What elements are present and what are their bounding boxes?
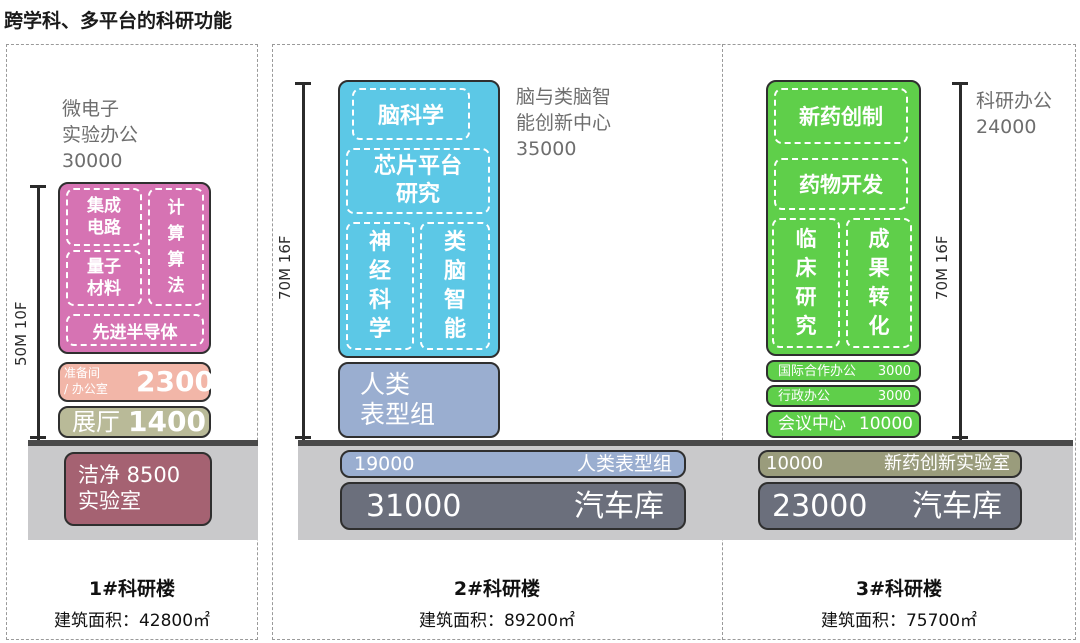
ground-line-1 (28, 440, 258, 446)
building2-3-frame (272, 44, 1076, 640)
b3-intl-office-block: 国际合作办公 3000 (766, 360, 921, 382)
b1-prep-value: 2300 (136, 365, 214, 398)
height-tick-top-2 (295, 82, 311, 85)
b2-garage-block: 31000 汽车库 (340, 482, 686, 530)
b2-garage-value: 31000 (366, 489, 462, 524)
b1-hall-block: 展厅 1400 (58, 406, 211, 438)
building1-frame (6, 44, 258, 640)
b1-clean-lab-label: 洁净 8500 实验室 (78, 463, 181, 513)
b3-module-drug-creation: 新药创制 (774, 88, 908, 144)
b1-module-quantum: 量子 材料 (66, 250, 142, 306)
b3-module-clinical: 临 床 研 究 (772, 218, 840, 348)
b1-hall-label: 展厅 (72, 408, 120, 436)
b3-garage-label: 汽车库 (912, 489, 1002, 524)
height-tick-bottom-2 (295, 436, 311, 439)
b1-microelectronics-block (58, 182, 211, 354)
b3-garage-block: 23000 汽车库 (758, 482, 1022, 530)
b3-top-label: 科研办公 24000 (976, 90, 1053, 138)
b2-basement-lab-bar: 19000 人类表型组 (340, 450, 686, 478)
b2-name: 2#科研楼 (453, 578, 541, 600)
b3-conference-label: 会议中心 (778, 414, 846, 434)
b3-name: 3#科研楼 (855, 578, 943, 600)
height-bar-3 (959, 84, 962, 440)
b2-module-neuroscience: 神 经 科 学 (346, 222, 414, 350)
height-tick-bottom-3 (952, 436, 968, 439)
frame-divider (722, 44, 723, 640)
b1-top-label: 微电子 实验办公 30000 (62, 98, 139, 172)
b3-module-drug-development: 药物开发 (774, 158, 908, 210)
b3-admin-office-block: 行政办公 3000 (766, 385, 921, 407)
b3-area: 建筑面积：75700㎡ (820, 611, 978, 631)
height-tick-top-1 (30, 185, 46, 188)
height-bar-1 (37, 186, 40, 440)
b3-basement-label: 新药创新实验室 (884, 453, 1010, 474)
b3-admin-label: 行政办公 (778, 389, 831, 404)
b1-prep-office-block: 准备间 / 办公室 2300 (58, 362, 214, 402)
b3-intl-value: 3000 (877, 364, 911, 379)
b1-module-semiconductor: 先进半导体 (66, 314, 204, 346)
height-tick-bottom-1 (30, 436, 46, 439)
b1-module-ic: 集成 电路 (66, 188, 142, 246)
b2-module-chip: 芯片平台 研究 (346, 148, 490, 214)
b2-basement-label: 人类表型组 (576, 453, 672, 475)
height-label-2: 70M 16F (276, 235, 294, 300)
b2-basement-value: 19000 (354, 453, 415, 475)
b2-top-label: 脑与类脑智 能创新中心 35000 (516, 86, 612, 160)
height-label-1: 50M 10F (12, 301, 30, 366)
b2-module-brain-science: 脑科学 (352, 88, 470, 140)
b1-module-algorithm: 计 算 算 法 (148, 188, 204, 306)
height-tick-top-3 (952, 82, 968, 85)
b2-human-phenome-label: 人类 表型组 (360, 370, 436, 429)
b3-admin-value: 3000 (877, 389, 911, 404)
b2-brain-center-block (338, 80, 500, 358)
b1-hall-value: 1400 (128, 405, 206, 438)
b3-conference-value: 10000 (858, 414, 913, 434)
b2-area: 建筑面积：89200㎡ (418, 611, 576, 631)
b3-basement-lab-bar: 10000 新药创新实验室 (758, 450, 1022, 478)
b3-basement-value: 10000 (766, 453, 824, 474)
height-bar-2 (302, 84, 305, 440)
page-title: 跨学科、多平台的科研功能 (4, 10, 233, 32)
b1-clean-lab-block: 洁净 8500 实验室 (64, 452, 212, 526)
b3-module-transfer: 成 果 转 化 (846, 218, 912, 348)
b1-area: 建筑面积：42800㎡ (53, 611, 211, 631)
b3-conference-block: 会议中心 10000 (766, 410, 921, 438)
b2-human-phenome-block: 人类 表型组 (338, 362, 500, 438)
b2-module-brain-inspired: 类 脑 智 能 (420, 222, 490, 350)
b2-garage-label: 汽车库 (574, 489, 664, 524)
ground-line-2 (298, 440, 1073, 446)
b1-prep-label: 准备间 / 办公室 (64, 366, 108, 396)
b3-intl-label: 国际合作办公 (778, 364, 857, 379)
height-label-3: 70M 16F (933, 235, 951, 300)
b1-name: 1#科研楼 (88, 578, 176, 600)
b3-garage-value: 23000 (772, 489, 868, 524)
